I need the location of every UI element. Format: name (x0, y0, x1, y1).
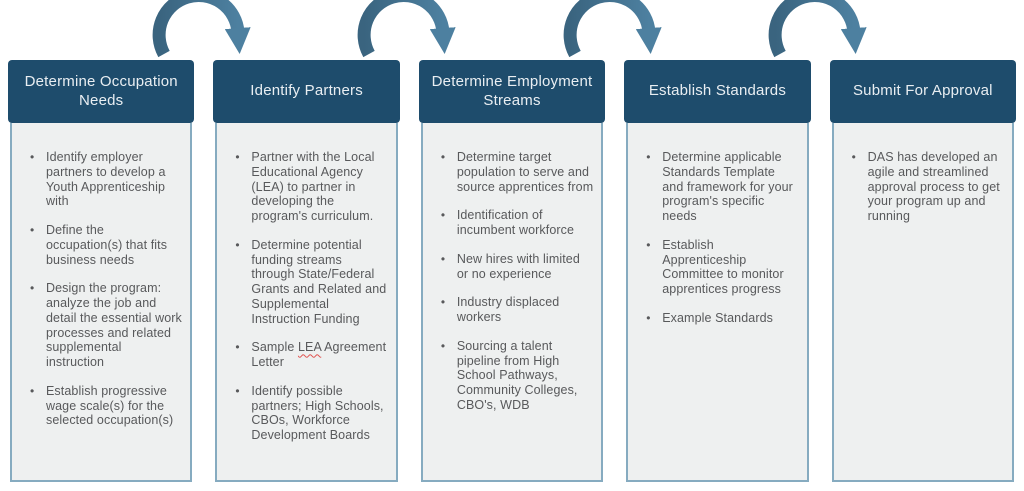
column-body: • DAS has developed an agile and streamli… (831, 123, 1015, 482)
bullet-text: Design the program: analyze the job and … (46, 281, 182, 369)
bullet-marker: • (440, 338, 446, 353)
bullet-text: New hires with limited or no experience (456, 251, 580, 281)
bullet-item: • Design the program: analyze the job and… (30, 281, 182, 370)
bullet-text: Identification of incumbent workforce (456, 208, 575, 237)
bullet-marker: • (646, 310, 651, 325)
bullet-marker: • (30, 383, 35, 398)
process-step-column: Establish Standards • Determine applicabl… (624, 60, 811, 482)
bullet-item: • Establish progressive wage scale(s) for… (30, 384, 182, 428)
bullet-item: • New hires with limited or no experience (441, 252, 593, 282)
process-step-column: Submit For Approval • DAS has developed a… (829, 60, 1017, 482)
bullet-marker: • (646, 237, 651, 252)
bullet-marker: • (235, 340, 240, 355)
bullet-marker: • (30, 281, 35, 296)
column-body: • Identify employer partners to develop a… (10, 123, 193, 482)
misspelled-word: LEA (297, 340, 322, 355)
bullet-item: • Define the occupation(s) that fits busi… (30, 223, 182, 267)
bullet-item: • DAS has developed an agile and streamli… (852, 150, 1004, 224)
bullet-item: • Partner with the Local Educational Agen… (235, 150, 387, 224)
bullet-item: • Establish Apprenticeship Committee to m… (646, 238, 798, 297)
column-header: Identify Partners (213, 60, 400, 123)
curved-arrow-icon (357, 0, 456, 58)
bullet-marker: • (30, 223, 35, 237)
column-body: • Determine target population to serve an… (420, 123, 604, 482)
bullet-text: Establish Apprenticeship Committee to mo… (662, 237, 784, 296)
bullet-text: Identify employer partners to develop a … (46, 150, 166, 209)
column-header: Submit For Approval (829, 60, 1017, 123)
bullet-text: Determine target population to serve and… (456, 150, 594, 194)
process-step-column: Determine Employment Streams • Determine … (418, 60, 606, 482)
bullet-item: • Sourcing a talent pipeline from High Sc… (441, 339, 593, 413)
bullet-marker: • (646, 150, 651, 164)
curved-arrow-icon (563, 0, 662, 58)
bullet-text: Define the occupation(s) that fits busin… (46, 223, 168, 267)
bullet-marker: • (440, 150, 446, 164)
bullet-marker: • (440, 295, 446, 310)
curved-arrow-icon (152, 0, 251, 58)
bullet-item: • Identify employer partners to develop a… (30, 150, 182, 209)
bullet-marker: • (851, 150, 856, 164)
bullet-marker: • (235, 237, 240, 252)
bullet-text: DAS has developed an agile and streamlin… (867, 150, 1000, 223)
process-step-column: Determine Occupation Needs • Identify emp… (8, 60, 195, 482)
bullet-item: • Example Standards (646, 311, 798, 326)
bullet-text: Industry displaced workers (456, 295, 560, 324)
column-header: Determine Employment Streams (418, 60, 606, 123)
curved-arrow-icon (768, 0, 867, 58)
bullet-text: Example Standards (662, 310, 774, 325)
bullet-marker: • (30, 150, 35, 164)
bullet-item: • Identification of incumbent workforce (441, 208, 593, 238)
column-header: Determine Occupation Needs (8, 60, 195, 123)
bullet-text: Partner with the Local Educational Agenc… (251, 150, 375, 223)
bullet-item: • Sample LEA Agreement Letter (235, 340, 387, 370)
bullet-text: Establish progressive wage scale(s) for … (46, 383, 174, 428)
bullet-text: Identify possible partners; High Schools… (251, 383, 384, 442)
process-columns: Determine Occupation Needs • Identify emp… (8, 60, 1017, 482)
bullet-item: • Determine target population to serve an… (441, 150, 593, 194)
process-step-column: Identify Partners • Partner with the Loca… (213, 60, 400, 482)
bullet-text: Determine potential funding streams thro… (251, 237, 387, 326)
bullet-item: • Industry displaced workers (441, 295, 593, 325)
bullet-item: • Determine applicable Standards Template… (646, 150, 798, 224)
column-header: Establish Standards (624, 60, 811, 123)
bullet-text: Sample LEA Agreement Letter (251, 340, 387, 369)
bullet-marker: • (440, 251, 446, 266)
bullet-text: Determine applicable Standards Template … (662, 150, 793, 223)
bullet-marker: • (440, 208, 446, 223)
bullet-item: • Determine potential funding streams thr… (235, 238, 387, 327)
bullet-marker: • (235, 150, 240, 164)
bullet-item: • Identify possible partners; High School… (235, 384, 387, 443)
column-body: • Determine applicable Standards Template… (626, 123, 809, 482)
bullet-marker: • (235, 383, 240, 398)
column-body: • Partner with the Local Educational Agen… (215, 123, 398, 482)
bullet-text: Sourcing a talent pipeline from High Sch… (456, 338, 578, 412)
